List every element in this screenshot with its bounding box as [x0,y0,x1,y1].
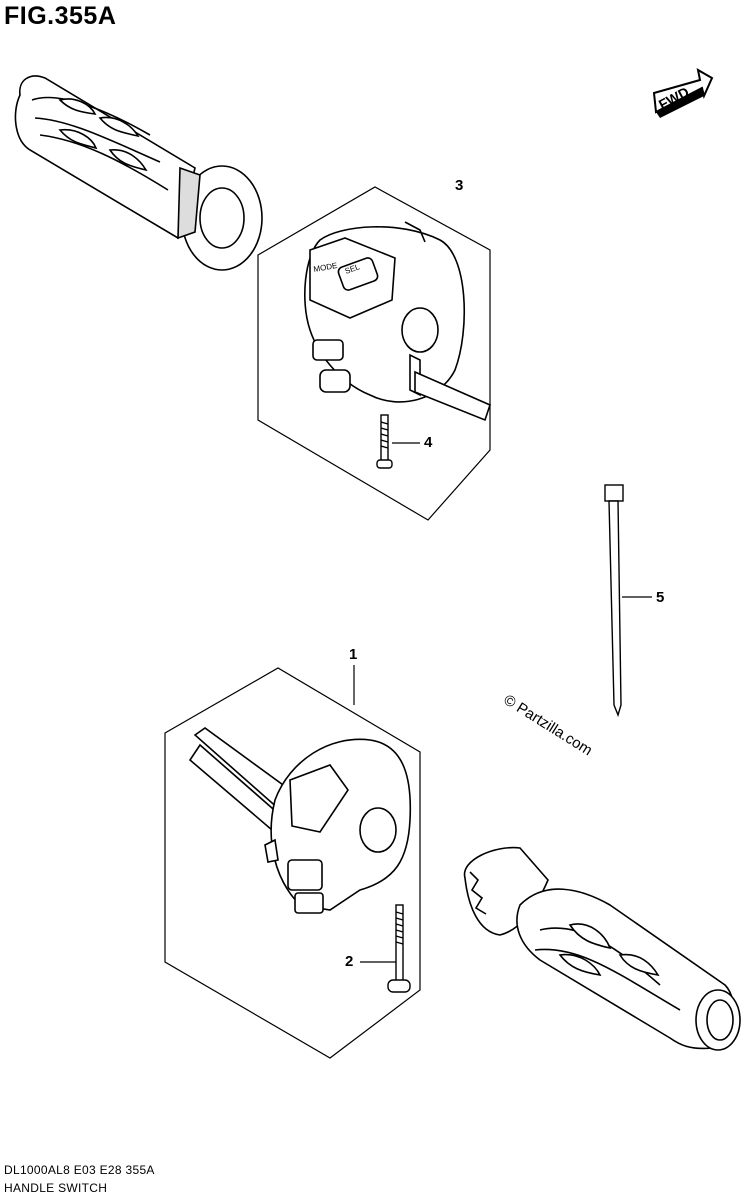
leader-lines [353,442,652,963]
left-grip-icon [14,75,263,271]
lower-assembly-frame [164,667,421,1059]
callout-5: 5 [656,589,665,606]
upper-handle-switch-icon [304,221,491,422]
model-code: DL1000AL8 E03 E28 355A [4,1163,155,1177]
figure-title: FIG.355A [4,2,117,30]
cable-tie-icon [604,484,624,718]
callout-1: 1 [349,646,358,663]
mode-button-label: MODE [313,261,338,274]
screw-2-icon [387,904,411,993]
right-grip-icon [463,846,741,1051]
fwd-arrow-icon [652,68,714,118]
callout-2: 2 [345,953,354,970]
upper-assembly-frame [257,186,491,521]
callout-4: 4 [424,434,433,451]
lower-handle-switch-icon [188,727,412,914]
section-name: HANDLE SWITCH [4,1181,108,1195]
screw-4-icon [376,414,393,469]
callout-3: 3 [455,177,464,194]
